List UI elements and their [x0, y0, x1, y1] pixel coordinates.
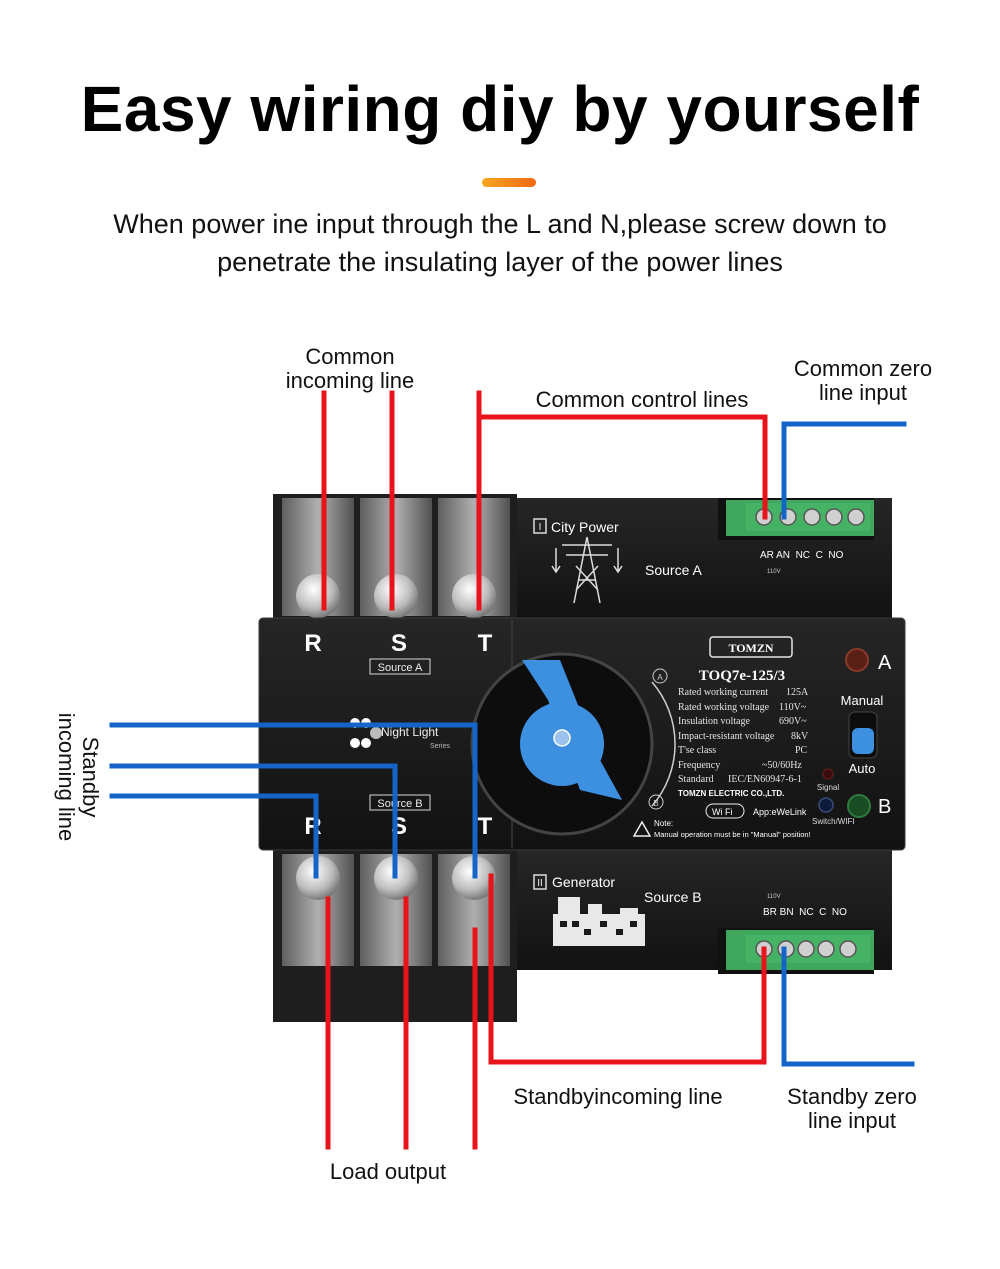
power-tower-icon [533, 518, 623, 604]
page-title: Easy wiring diy by yourself [80, 73, 920, 145]
source-a-tag-box [369, 658, 431, 675]
page-subtitle: When power ine input through the L and N… [40, 205, 960, 281]
spec-name-5: Frequency [678, 760, 720, 771]
title-accent-bar [482, 178, 536, 187]
note-text: Manual operation must be in "Manual" pos… [654, 830, 811, 839]
subtitle-line-2: penetrate the insulating layer of the po… [217, 247, 783, 277]
wifi-badge [705, 803, 745, 819]
spec-value-5: ~50/60Hz [762, 760, 802, 771]
spec-value-3: 8kV [791, 731, 809, 742]
dial-arc [651, 681, 676, 807]
model-number: TOQ7e-125/3 [699, 668, 785, 684]
bottom-terminal-t: T [478, 813, 493, 840]
wire-standby-incoming-s [109, 763, 398, 879]
mode-auto-label: Auto [849, 761, 876, 776]
brand-name: TOMZN [728, 641, 773, 655]
label-standby-incoming-line-side: Standby incoming line [48, 690, 108, 841]
label-standby-incoming-line-side-text: Standby incoming line [54, 712, 103, 842]
rotary-screw [553, 729, 571, 747]
mode-manual-label: Manual [841, 693, 884, 708]
source-a-tag: Source A [378, 662, 423, 674]
spec-name-2: Insulation voltage [678, 716, 750, 727]
wire-common-control [479, 414, 768, 520]
source-a-text: Source A [645, 562, 702, 578]
top-screw-t [452, 574, 496, 618]
warning-icon [632, 820, 652, 837]
night-light-series: Series [430, 743, 450, 750]
night-light-label: Night Light [381, 725, 439, 739]
label-standby-zero-line-input: Standby zero line input [787, 1084, 917, 1133]
city-power-numeral: I [539, 522, 542, 533]
label-common-control-lines: Common control lines [535, 387, 749, 412]
rotary-handle[interactable] [522, 660, 622, 800]
spec-name-1: Rated working voltage [678, 702, 770, 713]
indicator-a-label: A [878, 652, 892, 674]
source-b-text: Source B [644, 889, 702, 905]
mode-slider-knob[interactable] [852, 728, 874, 754]
spec-value-1: 110V~ [779, 702, 807, 713]
bottom-block-terminal-labels: BR BN NC C NO [763, 907, 847, 918]
spec-value-6: IEC/EN60947-6-1 [728, 774, 802, 785]
switch-wifi-label: Switch/WIFI [812, 817, 855, 826]
dial-mark-a: A [657, 673, 663, 682]
switch-device [258, 494, 906, 1022]
bottom-control-terminal-block [718, 928, 874, 974]
top-screw-s [374, 574, 418, 618]
source-b-tag-box [369, 794, 431, 811]
company-name: TOMZN ELECTRIC CO.,LTD. [678, 789, 784, 798]
subtitle-line-1: When power ine input through the L and N… [113, 209, 887, 239]
bottom-terminal-r: R [304, 813, 321, 840]
indicator-a-light [845, 648, 869, 672]
top-control-terminal-block [718, 498, 874, 540]
city-power-label: City Power [551, 519, 619, 535]
top-terminal-r: R [304, 630, 321, 657]
label-standby-incoming-line-bottom: Standbyincoming line [513, 1084, 723, 1109]
generator-numeral: II [537, 878, 543, 889]
spec-name-4: T'se class [678, 745, 716, 756]
wire-standby-incoming-r [109, 793, 319, 879]
top-terminal-s: S [391, 630, 407, 657]
spec-value-0: 125A [786, 687, 809, 698]
top-block-voltage: 110V [767, 569, 781, 575]
spec-value-4: PC [795, 745, 808, 756]
wire-standby-incoming-t [109, 722, 478, 879]
indicator-b-light [847, 794, 871, 818]
spec-name-0: Rated working current [678, 687, 768, 698]
spec-value-2: 690V~ [779, 716, 807, 727]
wire-standby-zero [781, 946, 915, 1067]
spec-name-3: Impact-resistant voltage [678, 731, 775, 742]
generator-label: Generator [552, 874, 615, 890]
top-screw-r [296, 574, 340, 618]
app-label: App:eWeLink [753, 807, 807, 817]
top-terminal-t: T [478, 630, 493, 657]
generator-icon [533, 874, 645, 946]
label-load-output: Load output [329, 1159, 447, 1184]
bottom-block-voltage: 110V [767, 894, 781, 900]
label-common-zero-line-input: Common zero line input [793, 356, 933, 405]
source-b-tag: Source B [377, 798, 422, 810]
note-title: Note: [654, 819, 673, 828]
spec-name-6: Standard [678, 774, 714, 785]
wire-standby-control [488, 873, 767, 1065]
wire-common-zero [781, 421, 907, 520]
top-block-terminal-labels: AR AN NC C NO [760, 550, 844, 561]
indicator-b-label: B [878, 796, 891, 818]
brand-plate [709, 636, 793, 658]
switch-wifi-button[interactable] [818, 797, 834, 813]
signal-label: Signal [817, 783, 839, 792]
signal-led [822, 768, 834, 780]
wifi-badge-label: Wi Fi [712, 807, 733, 817]
dial-mark-b: B [653, 799, 658, 808]
label-common-incoming-line: Common incoming line [285, 344, 415, 393]
